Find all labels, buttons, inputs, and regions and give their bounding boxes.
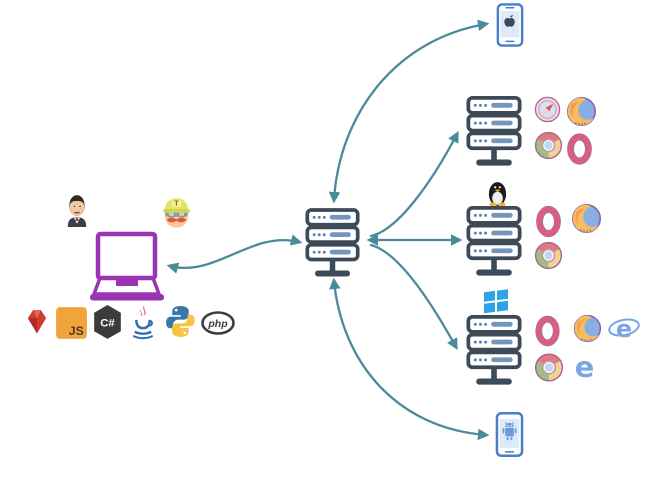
firefox-icon [566, 96, 597, 127]
arrow-hub-node3 [369, 243, 458, 351]
opera-icon [534, 203, 563, 240]
edge-letter: e [575, 350, 595, 384]
android-robot-icon [502, 421, 517, 441]
node2-server-icon [466, 206, 522, 278]
firefox-icon [571, 203, 602, 234]
ios-phone-icon [496, 3, 524, 47]
edge-icon: e [575, 350, 595, 384]
chrome-icon [534, 241, 563, 270]
python-icon [166, 306, 195, 337]
chrome-icon [534, 131, 563, 160]
laptop-icon [90, 231, 164, 301]
php-icon: php [201, 311, 235, 335]
csharp-label: C# [100, 318, 115, 330]
arrow-hub-ios [328, 19, 490, 204]
hub-server-icon [305, 208, 360, 279]
opera-icon [533, 313, 562, 349]
java-icon [132, 305, 154, 340]
opera-icon [565, 130, 594, 168]
arrow-hub-android [329, 277, 490, 441]
javascript-label: JS [69, 324, 84, 338]
android-phone-icon [495, 411, 524, 458]
node1-server-icon [466, 96, 522, 168]
arrow-hub-node1 [369, 130, 459, 238]
javascript-icon: JS [56, 307, 87, 339]
safari-icon [534, 96, 561, 123]
ie-icon: e [608, 315, 640, 343]
csharp-icon: C# [94, 305, 121, 339]
windows-logo-icon [484, 289, 508, 314]
arrow-laptop-hub [166, 234, 303, 274]
node3-server-icon [466, 315, 522, 387]
linux-tux-icon [488, 182, 507, 207]
travis-helmet-letter: T [174, 200, 179, 208]
php-label: php [207, 318, 228, 330]
ruby-icon [27, 309, 47, 334]
jenkins-icon [67, 195, 87, 227]
chrome-icon [534, 352, 564, 383]
apple-logo-icon [504, 14, 515, 27]
travis-ci-icon: T [163, 198, 190, 228]
firefox-icon [573, 314, 602, 343]
